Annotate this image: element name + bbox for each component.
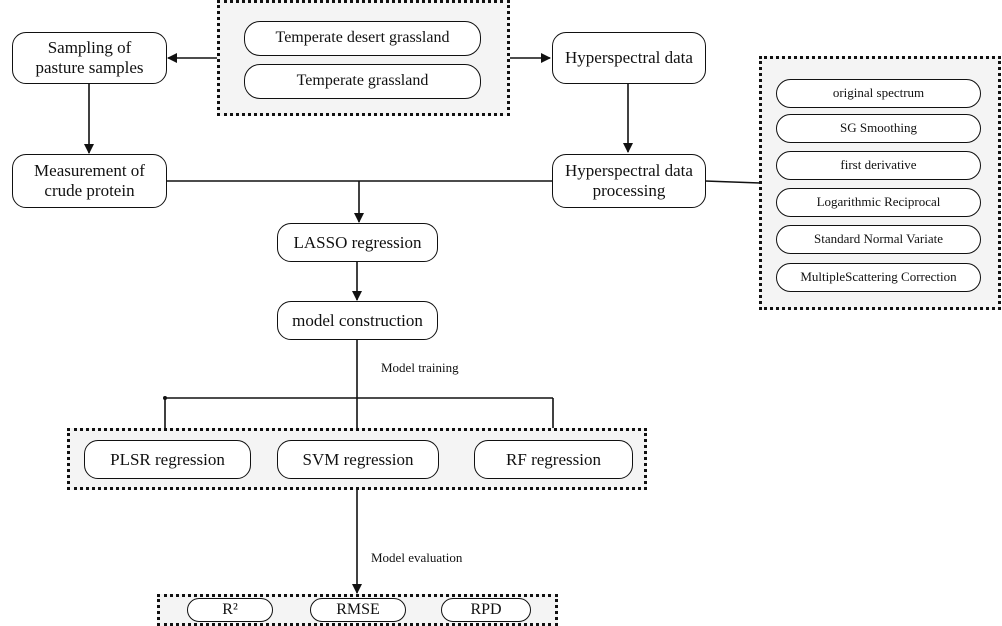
line-processing-to-methods [704,180,761,184]
model-training-label: Model training [381,360,459,375]
model-rf: RF regression [474,440,633,479]
model-plsr: PLSR regression [84,440,251,479]
sampling-node: Sampling of pasture samples [12,32,167,84]
model-evaluation-label: Model evaluation [371,550,463,565]
method-sg-smoothing: SG Smoothing [776,114,981,143]
method-original-spectrum: original spectrum [776,79,981,108]
method-multiple-scattering-correction: MultipleScattering Correction [776,263,981,292]
processing-node: Hyperspectral data processing [552,154,706,208]
metric-r2: R² [187,598,273,622]
grassland-type-temperate-desert: Temperate desert grassland [244,21,481,56]
metric-rpd: RPD [441,598,531,622]
model-svm: SVM regression [277,440,439,479]
bus-junction-dot [163,396,167,400]
method-first-derivative: first derivative [776,151,981,180]
lasso-node: LASSO regression [277,223,438,262]
method-logarithmic-reciprocal: Logarithmic Reciprocal [776,188,981,217]
measurement-node: Measurement of crude protein [12,154,167,208]
metric-rmse: RMSE [310,598,406,622]
hyperspectral-data-node: Hyperspectral data [552,32,706,84]
grassland-type-temperate: Temperate grassland [244,64,481,99]
model-construction-node: model construction [277,301,438,340]
method-standard-normal-variate: Standard Normal Variate [776,225,981,254]
